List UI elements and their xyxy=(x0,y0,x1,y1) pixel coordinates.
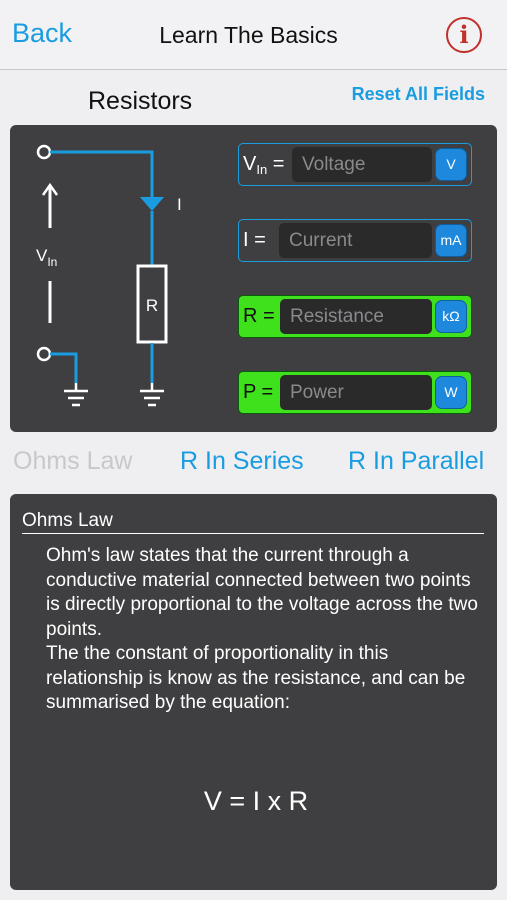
current-field-label: I = xyxy=(243,229,266,251)
current-label: I xyxy=(177,195,182,214)
circuit-diagram: I R VIn xyxy=(36,144,182,407)
reset-all-fields-button[interactable]: Reset All Fields xyxy=(351,84,485,104)
page-title: Learn The Basics xyxy=(159,22,338,48)
resistance-field: R = kΩ xyxy=(238,295,472,338)
bottom-wire xyxy=(50,352,78,383)
resistor-symbol xyxy=(136,264,168,344)
info-paragraph: The the constant of proportionality in t… xyxy=(46,643,466,713)
ohms-law-equation: V = I x R xyxy=(203,786,309,816)
current-arrow-icon xyxy=(140,197,164,211)
voltage-input[interactable] xyxy=(292,147,432,182)
back-button[interactable]: Back xyxy=(12,18,73,48)
section-title: Resistors xyxy=(88,87,193,115)
top-terminal xyxy=(36,144,52,160)
info-icon[interactable]: i xyxy=(446,17,482,53)
info-panel: Ohms Law Ohm's law states that the curre… xyxy=(10,494,497,890)
voltage-unit-button[interactable]: V xyxy=(435,148,467,181)
vin-label: VIn xyxy=(36,246,57,269)
tab-r-in-series[interactable]: R In Series xyxy=(180,447,304,475)
power-field-label: P = xyxy=(243,381,274,403)
info-paragraph: Ohm's law states that the current throug… xyxy=(46,545,478,640)
current-input[interactable] xyxy=(279,223,432,258)
resistance-unit-button[interactable]: kΩ xyxy=(435,300,467,333)
resistance-field-label: R = xyxy=(243,305,275,327)
voltage-field: VIn = V xyxy=(238,143,472,186)
current-unit-button[interactable]: mA xyxy=(435,224,467,257)
tab-r-in-parallel[interactable]: R In Parallel xyxy=(348,447,485,475)
topic-tabs: Ohms Law R In Series R In Parallel xyxy=(0,447,507,479)
top-wire xyxy=(50,150,154,197)
ground-icon xyxy=(140,383,164,407)
info-body: Ohm's law states that the current throug… xyxy=(46,544,486,814)
bottom-terminal xyxy=(36,346,52,362)
voltage-field-label: VIn = xyxy=(243,153,285,177)
info-header: Ohms Law xyxy=(22,510,484,534)
power-unit-button[interactable]: W xyxy=(435,376,467,409)
arrow-up-icon xyxy=(41,182,59,228)
tab-ohms-law[interactable]: Ohms Law xyxy=(13,447,133,475)
power-input[interactable] xyxy=(280,375,432,410)
ground-icon xyxy=(64,383,88,407)
nav-bar: Back Learn The Basics i xyxy=(0,0,507,70)
circuit-panel: I R VIn VIn = V xyxy=(10,125,497,432)
current-field: I = mA xyxy=(238,219,472,262)
power-field: P = W xyxy=(238,371,472,414)
resistance-input[interactable] xyxy=(280,299,432,334)
resistor-label: R xyxy=(146,296,158,315)
